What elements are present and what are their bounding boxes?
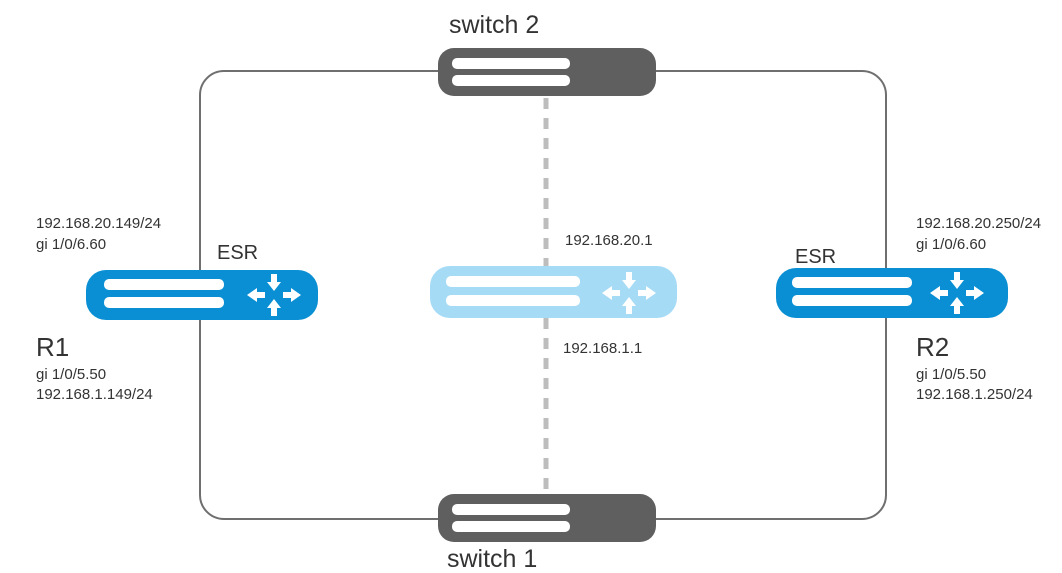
- switch-2-label: switch 2: [449, 11, 540, 39]
- r1-top-ip: 192.168.20.149/24: [36, 215, 162, 232]
- r2-name: R2: [916, 332, 950, 362]
- router-arrows-icon: [247, 274, 301, 316]
- router-arrows-icon: [602, 272, 656, 314]
- router-r2[interactable]: [776, 268, 1008, 318]
- r2-device-label: ESR: [795, 246, 837, 268]
- virtual-router[interactable]: [430, 266, 677, 318]
- virtual-top-ip: 192.168.20.1: [565, 232, 653, 249]
- switch-2[interactable]: [438, 48, 656, 96]
- r2-bottom-iface: gi 1/0/5.50: [916, 366, 987, 383]
- r2-bottom-ip: 192.168.1.250/24: [916, 386, 1033, 403]
- r2-top-ip: 192.168.20.250/24: [916, 215, 1042, 232]
- switch-1[interactable]: [438, 494, 656, 542]
- r1-top-iface: gi 1/0/6.60: [36, 236, 107, 253]
- r2-top-iface: gi 1/0/6.60: [916, 236, 987, 253]
- r1-name: R1: [36, 332, 70, 362]
- router-r1[interactable]: [86, 270, 318, 320]
- r1-bottom-ip: 192.168.1.149/24: [36, 386, 153, 403]
- r1-device-label: ESR: [217, 242, 259, 264]
- r1-bottom-iface: gi 1/0/5.50: [36, 366, 107, 383]
- router-arrows-icon: [930, 272, 984, 314]
- switch-1-label: switch 1: [447, 545, 538, 573]
- virtual-bottom-ip: 192.168.1.1: [563, 340, 643, 357]
